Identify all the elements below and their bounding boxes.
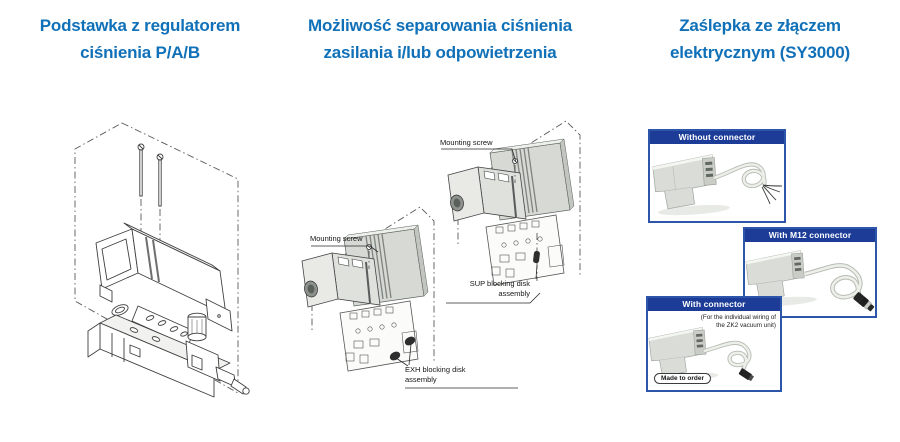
cable [804,263,863,300]
photo-box-without-connector: Without connector [648,129,786,223]
mounting-screws-drawing [137,143,164,245]
label-mounting-screw-top: Mounting screw [440,138,493,147]
cable [703,340,752,373]
regulator-base-illustration [60,103,275,428]
heading-pressure-separation: Możliwość separowania ciśnienia zasilani… [290,12,590,66]
m12-connector [853,292,875,312]
plate-photo-without-connector [652,154,783,216]
photo-box-title: With M12 connector [745,229,875,242]
heading-line: zasilania i/lub odpowietrzenia [323,43,557,62]
valve-body-drawing [95,222,233,332]
gasket-drawing [111,304,195,347]
made-to-order-badge: Made to order [654,373,711,384]
individual-wiring-note: (For the individual wiring of the ZK2 va… [700,314,776,329]
sup-disk-drawing [533,233,540,281]
regulator-base-exploded-drawing [74,122,250,398]
connector-plates-panel: Without connector [640,125,890,405]
label-mounting-screw-bottom: Mounting screw [310,234,363,243]
label-exh-blocking-disk: EXH blocking disk assembly [405,365,466,384]
lower-assembly-drawing [301,206,435,372]
upper-assembly-drawing [447,120,581,286]
label-sup-blocking-disk: SUP blocking disk assembly [469,279,530,298]
plate-photo-m12-connector [745,250,875,312]
blanking-plate [745,250,817,307]
heading-line: Zaślepka ze złączem [679,16,841,35]
blanking-plate [652,154,730,216]
wire-connector [738,368,755,382]
leader-lines [311,148,541,389]
heading-electrical-plate: Zaślepka ze złączem elektrycznym (SY3000… [635,12,885,66]
blocking-disk-drawing [301,120,581,389]
heading-regulator-base: Podstawka z regulatorem ciśnienia P/A/B [15,12,265,66]
heading-line: elektrycznym (SY3000) [669,43,851,62]
photo-box-title: Without connector [650,131,784,144]
photo-box-title: With connector [648,298,780,311]
cable [713,162,767,189]
regulator-base-drawing [87,312,250,398]
blocking-disk-illustration: Mounting screw Mounting screw SUP blocki… [300,113,585,413]
heading-line: Możliwość separowania ciśnienia [308,16,572,35]
bare-wires [761,184,783,205]
exh-disks-drawing [389,336,416,361]
photo-box-with-connector: With connector [646,296,782,392]
heading-line: ciśnienia P/A/B [80,43,200,62]
heading-line: Podstawka z regulatorem [39,16,241,35]
